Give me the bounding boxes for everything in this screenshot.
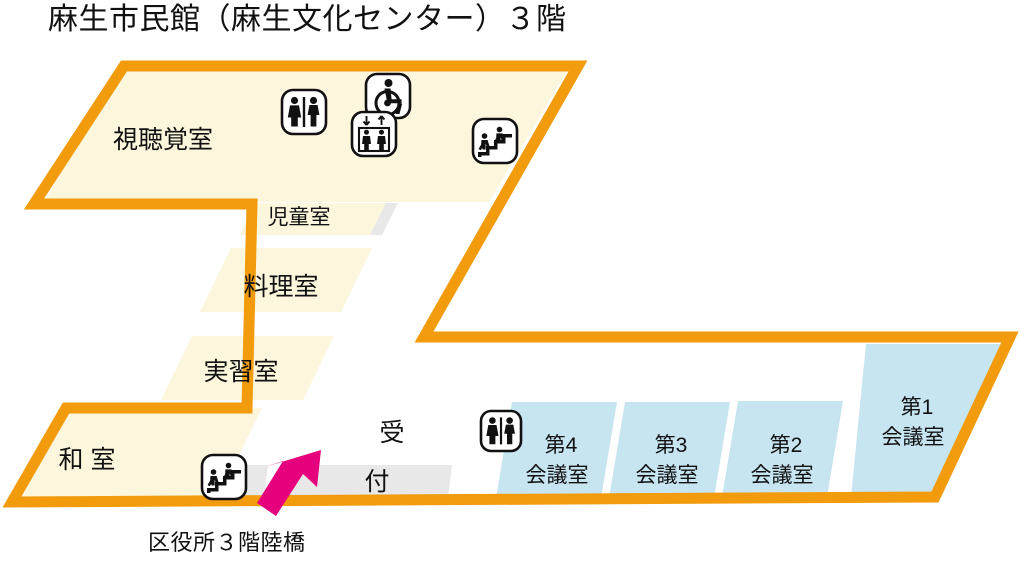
room-label-meeting3-line1: 第3 [655,434,688,457]
building-outline [2,60,1019,508]
room-label-meeting1-line1: 第1 [901,396,934,419]
room-label-practice-room: 実習室 [203,358,278,386]
reception-label-line2: 付 [364,468,389,496]
stairs-icon[interactable] [471,117,519,165]
page-title: 麻生市民館（麻生文化センター）３階 [48,3,567,36]
room-label-meeting2-line2: 会議室 [751,464,814,487]
room-label-cooking-room: 料理室 [243,273,318,301]
room-label-meeting4-line1: 第4 [545,434,578,457]
restroom-icon[interactable] [280,88,328,136]
room-meeting4-shape [496,402,617,498]
room-meeting3-shape [609,402,730,498]
room-label-meeting2-line1: 第2 [770,434,803,457]
stairs-icon[interactable] [200,453,248,501]
bridge-caption: 区役所３階陸橋 [148,530,306,555]
room-label-meeting1-line2: 会議室 [882,426,945,449]
entrance-arrow-shape[interactable] [257,450,321,516]
blue-rooms [496,344,1007,498]
room-label-japanese-room: 和 室 [59,446,116,474]
room-label-meeting3-line2: 会議室 [636,464,699,487]
room-meeting1-shape [851,344,1007,497]
room-labels: 視聴覚室 児童室 料理室 実習室 和 室 第4 会議室 第3 会議室 第2 会議… [59,126,945,496]
elevator-icon[interactable] [350,110,398,158]
outline-path [2,60,1019,508]
room-label-childrens-room: 児童室 [268,206,331,229]
room-label-meeting4-line2: 会議室 [526,464,589,487]
room-label-av-room: 視聴覚室 [113,126,213,154]
reception-label-line1: 受 [379,419,404,447]
room-children-shape [240,203,386,235]
wheelchair-icon[interactable] [364,72,412,120]
entrance-arrow[interactable] [257,450,321,516]
corridor-lower-mid [282,465,452,498]
restroom-icon[interactable] [479,409,523,453]
room-cooking-shape [200,248,372,312]
room-meeting2-shape [722,401,843,497]
